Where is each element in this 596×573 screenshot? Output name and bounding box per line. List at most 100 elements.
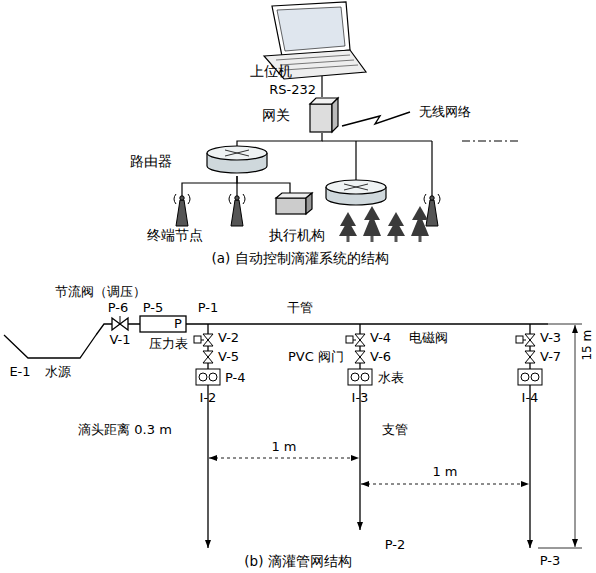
laptop-display xyxy=(277,7,345,51)
actuator-box xyxy=(276,198,306,214)
dimension: 1 m xyxy=(432,464,457,480)
interface-label: RS-232 xyxy=(269,82,316,98)
part-name: PVC 阀门 xyxy=(288,349,344,365)
router-arrows xyxy=(344,184,368,190)
gateway-side xyxy=(332,98,338,132)
solenoid-coil xyxy=(346,336,353,343)
pvc-valve xyxy=(355,351,365,363)
tree-crown xyxy=(339,220,357,236)
antenna-wave xyxy=(424,194,440,204)
router-arrows xyxy=(225,150,249,156)
meter-dial xyxy=(199,373,207,381)
meter-dial xyxy=(209,373,217,381)
network-drop xyxy=(355,141,356,181)
device-node: 网关 xyxy=(258,97,342,133)
callout-number: P-1 xyxy=(198,300,219,316)
gateway-box xyxy=(310,104,332,132)
solenoid-coil xyxy=(194,336,201,343)
callout-number: P-5 xyxy=(143,300,164,316)
antenna-tip xyxy=(180,196,184,200)
branch-pipe xyxy=(194,324,220,548)
antenna-tip xyxy=(235,196,239,200)
callout-number: V-1 xyxy=(109,332,130,348)
solenoid-valve xyxy=(355,334,365,346)
device-label: 网关 xyxy=(262,107,290,124)
antenna-wave xyxy=(229,194,245,204)
antenna-symbol xyxy=(229,194,245,226)
dimension-line xyxy=(575,325,576,547)
callout-number: P-6 xyxy=(108,300,129,316)
device-node: 上位机 xyxy=(250,2,430,80)
main-pipe xyxy=(186,323,548,325)
tree-crown xyxy=(363,214,381,236)
dimension-line xyxy=(361,484,529,485)
device-label: 路由器 xyxy=(130,153,172,170)
water-meter xyxy=(518,369,542,385)
antenna-wave xyxy=(174,194,190,204)
callout-number: I-2 xyxy=(200,390,217,406)
callout-number: P-4 xyxy=(225,370,246,386)
router-symbol xyxy=(326,180,386,194)
tree-symbol xyxy=(411,206,429,242)
network-link xyxy=(237,176,290,190)
branch-pipe xyxy=(346,324,372,530)
tree-symbol xyxy=(363,206,381,242)
solenoid-link xyxy=(353,340,356,341)
network-bus xyxy=(322,140,432,141)
meter-dial xyxy=(521,373,529,381)
laptop-screen xyxy=(272,2,350,56)
tree-symbol xyxy=(339,212,357,242)
water-meter xyxy=(196,369,220,385)
antenna-mast xyxy=(176,200,188,226)
meter-dial xyxy=(351,373,359,381)
antenna-symbol xyxy=(174,194,190,226)
solenoid-coil xyxy=(516,336,523,343)
antenna-symbol xyxy=(424,194,440,226)
continuation-line xyxy=(462,140,520,141)
pressure-gauge xyxy=(140,316,186,332)
network-drop xyxy=(431,141,432,197)
tree-crown xyxy=(411,214,429,236)
dimension-line xyxy=(209,458,359,459)
pvc-valve xyxy=(203,351,213,363)
part-name: 压力表 xyxy=(149,336,188,352)
branch-pipe xyxy=(516,324,542,548)
network-link xyxy=(182,176,237,190)
water-meter xyxy=(348,369,372,385)
tree-crown xyxy=(387,220,405,236)
network-drop xyxy=(236,183,237,197)
device-node: 执行机构 xyxy=(258,190,336,246)
solenoid-valve xyxy=(525,334,535,346)
callout-number: I-3 xyxy=(352,390,369,406)
part-name: 支管 xyxy=(382,422,408,438)
callout-number: E-1 xyxy=(9,364,30,380)
device-label: 终端节点 xyxy=(147,227,203,244)
device-node: 路由器 xyxy=(126,146,271,176)
gauge-symbol: P xyxy=(174,316,182,332)
network-link xyxy=(321,80,322,97)
device-label: 上位机 xyxy=(250,63,292,80)
callout-number: V-7 xyxy=(540,349,561,365)
callout-number: I-4 xyxy=(522,390,539,406)
callout-number: V-4 xyxy=(370,330,391,346)
pvc-valve xyxy=(525,351,535,363)
antenna-tip xyxy=(430,196,434,200)
solenoid-link xyxy=(201,340,204,341)
part-name: 水表 xyxy=(378,370,404,386)
cable xyxy=(321,76,322,80)
tree-symbol xyxy=(387,212,405,242)
dimension: 滴头距离 0.3 m xyxy=(78,422,172,438)
network-link xyxy=(237,133,322,146)
meter-dial xyxy=(361,373,369,381)
callout-number: P-3 xyxy=(540,553,561,569)
callout-number: V-6 xyxy=(370,349,391,365)
wireless-bolt xyxy=(342,112,410,126)
network-label: 无线网络 xyxy=(419,104,471,120)
router-symbol xyxy=(207,146,267,160)
antenna-mast xyxy=(426,200,438,226)
valve-stem xyxy=(120,316,121,324)
part-name: 水源 xyxy=(45,364,71,380)
callout-number: V-5 xyxy=(218,349,239,365)
meter-dial xyxy=(531,373,539,381)
